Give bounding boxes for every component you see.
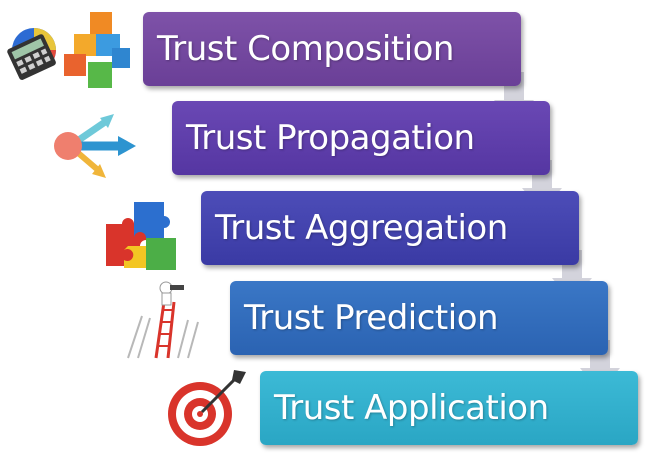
propagation-arrows-icon	[54, 114, 136, 178]
step-label: Trust Prediction	[244, 298, 499, 338]
step-trust-aggregation: Trust Aggregation	[201, 191, 579, 265]
target-dart-icon	[168, 370, 246, 446]
step-trust-prediction: Trust Prediction	[230, 281, 608, 355]
step-trust-propagation: Trust Propagation	[172, 101, 550, 175]
step-trust-application: Trust Application	[260, 371, 638, 445]
step-label: Trust Propagation	[186, 118, 475, 158]
step-label: Trust Composition	[157, 29, 455, 69]
puzzle-pieces-icon	[106, 202, 176, 270]
step-trust-composition: Trust Composition	[143, 12, 521, 86]
step-label: Trust Application	[274, 388, 549, 428]
ladder-telescope-icon	[127, 281, 199, 359]
calculator-chart-blocks-icon	[7, 12, 130, 88]
step-label: Trust Aggregation	[215, 208, 508, 248]
